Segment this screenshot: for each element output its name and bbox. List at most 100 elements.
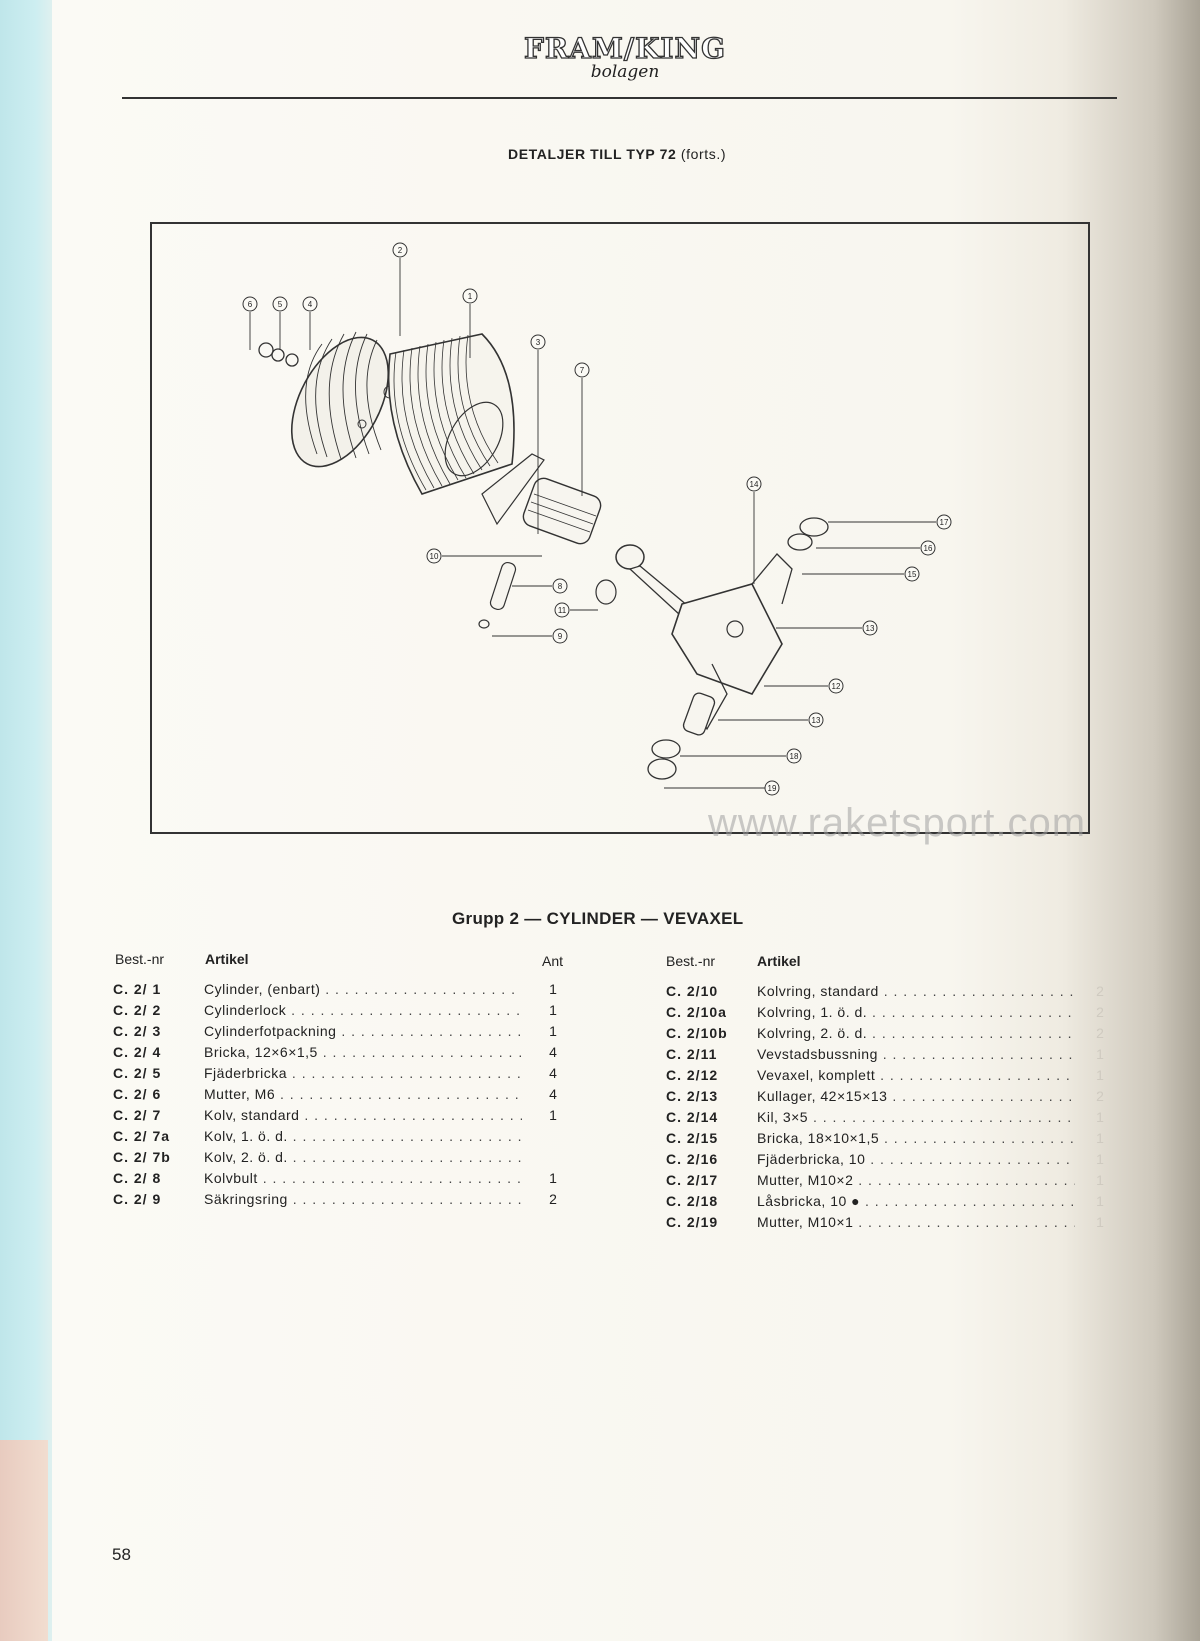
part-description: Cylinder, (enbart) [204, 981, 522, 997]
part-description: Cylinderlock [204, 1002, 522, 1018]
part-number: C. 2/14 [666, 1109, 719, 1125]
callout-label: 17 [940, 518, 949, 527]
callout-label: 4 [308, 300, 313, 309]
page-tab [0, 1440, 48, 1641]
part-quantity: 1 [1096, 1109, 1104, 1125]
part-number: C. 2/ 9 [113, 1191, 162, 1207]
callout-label: 14 [750, 480, 759, 489]
part-description: Mutter, M10×2 [757, 1172, 1075, 1188]
callout-8: 8 [552, 578, 568, 594]
col-header-nr: Best.-nr [666, 953, 716, 969]
part-description: Kolvring, 2. ö. d. [757, 1025, 1075, 1041]
table-row: C. 2/ 8Kolvbult1 [113, 1170, 573, 1190]
part-quantity: 4 [549, 1044, 557, 1060]
brand-name: FRAM/KING [523, 32, 727, 65]
callout-5: 5 [272, 296, 288, 312]
callout-13-lower: 13 [808, 712, 824, 728]
part-quantity: 4 [549, 1086, 557, 1102]
callout-label: 16 [924, 544, 933, 553]
callout-17: 17 [936, 514, 952, 530]
callout-label: 10 [430, 552, 439, 561]
part-quantity: 1 [1096, 1046, 1104, 1062]
part-number: C. 2/12 [666, 1067, 719, 1083]
part-number: C. 2/11 [666, 1046, 718, 1062]
part-description: Mutter, M10×1 [757, 1214, 1075, 1230]
part-number: C. 2/ 4 [113, 1044, 162, 1060]
callout-label: 2 [398, 246, 403, 255]
callout-label: 12 [832, 682, 841, 691]
part-description: Bricka, 18×10×1,5 [757, 1130, 1075, 1146]
callout-3: 3 [530, 334, 546, 350]
callout-label: 19 [768, 784, 777, 793]
part-description: Kullager, 42×15×13 [757, 1088, 1075, 1104]
col-header-ant: Ant [542, 953, 564, 969]
part-quantity: 2 [1096, 1004, 1104, 1020]
exploded-parts-diagram: 2 1 3 7 6 5 4 10 8 11 9 14 17 16 15 13 1… [150, 222, 1090, 834]
gudgeon-pin-illustration [489, 561, 517, 611]
part-description: Kolvbult [204, 1170, 522, 1186]
watermark: www.raketsport.com [708, 801, 1087, 845]
callout-label: 9 [558, 632, 563, 641]
diagram-drawing: 2 1 3 7 6 5 4 10 8 11 9 14 17 16 15 13 1… [242, 242, 952, 796]
callout-label: 13 [812, 716, 821, 725]
part-description: Vevaxel, komplett [757, 1067, 1075, 1083]
part-quantity: 2 [1096, 983, 1104, 999]
callout-label: 13 [866, 624, 875, 633]
part-quantity: 2 [1096, 1088, 1104, 1104]
part-number: C. 2/ 7b [113, 1149, 171, 1165]
page-title-suffix: (forts.) [680, 146, 727, 162]
part-number: C. 2/ 1 [113, 981, 162, 997]
part-number: C. 2/18 [666, 1193, 719, 1209]
callout-12: 12 [828, 678, 844, 694]
part-quantity: 1 [1096, 1130, 1104, 1146]
part-quantity: 2 [1096, 1025, 1104, 1041]
part-description: Mutter, M6 [204, 1086, 522, 1102]
circlip-illustration [478, 619, 490, 629]
callout-label: 1 [468, 292, 473, 301]
group-title: Grupp 2 — CYLINDER — VEVAXEL [452, 909, 744, 928]
cylinder-barrel-illustration [387, 333, 515, 495]
part-description: Fjäderbricka, 10 [757, 1151, 1075, 1167]
brand-logo: FRAM/KING bolagen [510, 32, 740, 82]
table-row: C. 2/ 9Säkringsring2 [113, 1191, 573, 1211]
part-number: C. 2/10a [666, 1004, 727, 1020]
part-quantity: 1 [549, 1107, 557, 1123]
table-row: C. 2/ 2Cylinderlock1 [113, 1002, 573, 1022]
callout-label: 18 [790, 752, 799, 761]
catalog-page [52, 0, 1200, 1641]
part-quantity: 1 [549, 1002, 557, 1018]
cylinder-head-illustration [290, 331, 397, 468]
part-description: Säkringsring [204, 1191, 522, 1207]
col-header-artikel: Artikel [205, 951, 249, 967]
part-quantity: 1 [549, 1023, 557, 1039]
part-quantity: 1 [549, 1170, 557, 1186]
table-row: C. 2/ 5Fjäderbricka4 [113, 1065, 573, 1085]
part-number: C. 2/10 [666, 983, 719, 999]
gasket-illustration [481, 453, 545, 526]
part-quantity: 1 [1096, 1214, 1104, 1230]
part-description: Kolv, 1. ö. d. [204, 1128, 522, 1144]
part-number: C. 2/ 7 [113, 1107, 162, 1123]
callout-14: 14 [746, 476, 762, 492]
page-title: DETALJER TILL TYP 72 (forts.) [508, 146, 726, 162]
callout-label: 3 [536, 338, 541, 347]
callout-2: 2 [392, 242, 408, 258]
piston-illustration [522, 477, 602, 545]
part-number: C. 2/16 [666, 1151, 719, 1167]
callout-7: 7 [574, 362, 590, 378]
callout-15: 15 [904, 566, 920, 582]
